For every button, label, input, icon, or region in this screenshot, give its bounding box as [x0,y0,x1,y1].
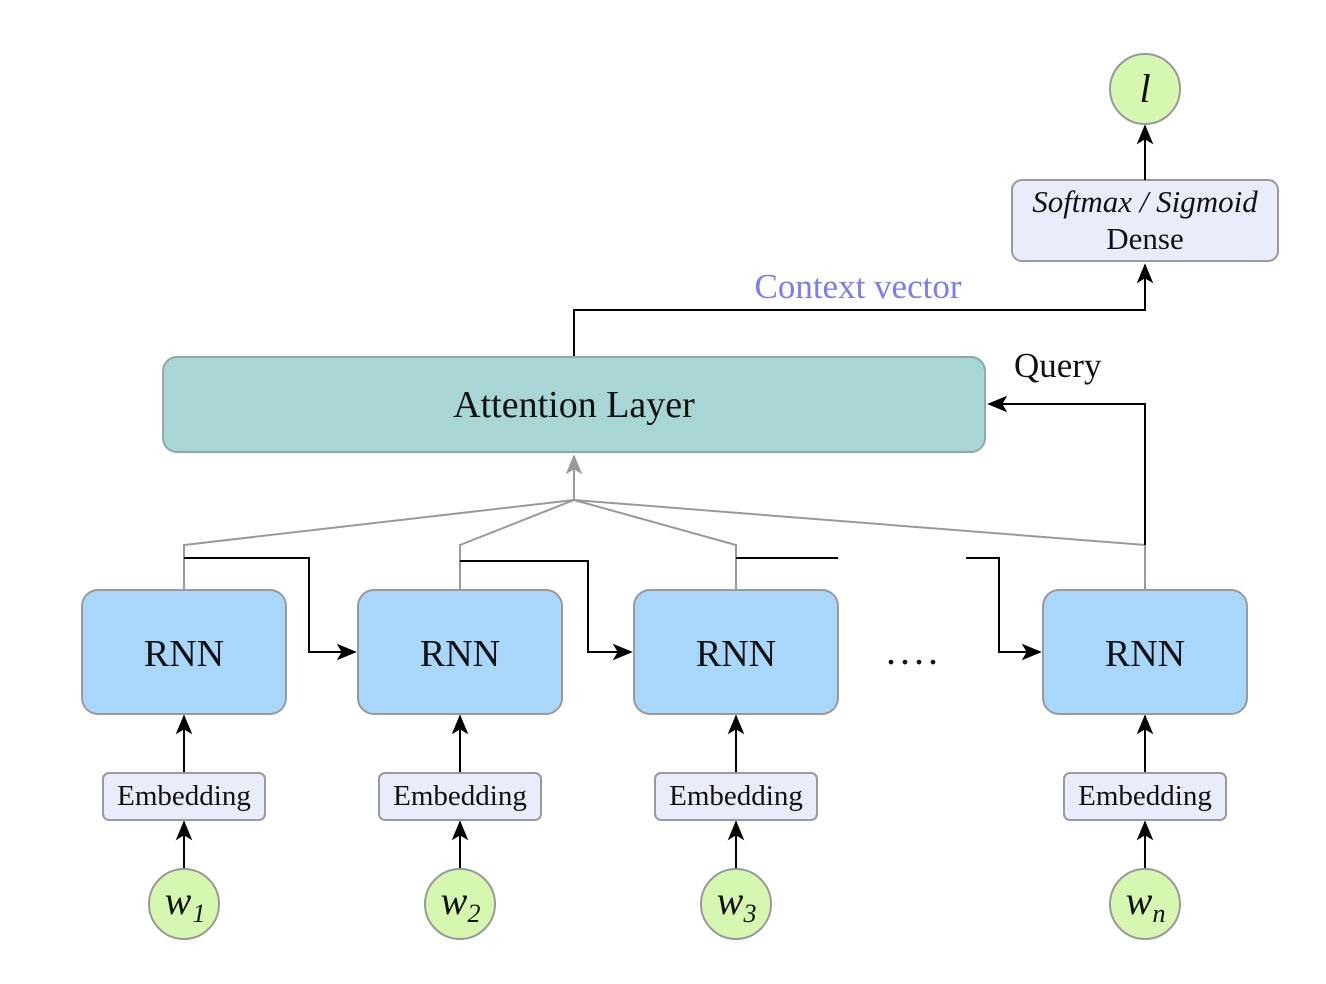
ellipsis: .... [886,628,942,673]
dense-block: Softmax / Sigmoid Dense [1011,179,1279,262]
embedding-label: Embedding [1078,780,1212,812]
input-to-embedding-arrows [175,820,1154,870]
input-subscript: 2 [468,899,481,928]
recurrent-lines [184,557,1042,661]
recurrent-arrow-2-3 [460,560,633,661]
embedding-label: Embedding [117,780,251,812]
attn-line-3 [573,499,737,590]
rnn-label: RNN [1105,633,1185,675]
embedding-to-rnn-arrows [175,714,1154,773]
input-symbol: w [1126,878,1153,923]
input-symbol: w [165,878,192,923]
input-symbol: w [441,878,468,923]
input-subscript: 1 [193,899,206,928]
embedding-label: Embedding [669,780,803,812]
input-node-3: w 3 [700,868,772,940]
context-vector-label: Context vector [754,267,961,306]
embedding-block-1: Embedding [102,772,266,821]
attention-input-lines [183,454,1146,590]
rnn-block-1: RNN [81,589,287,715]
embedding-block-n: Embedding [1063,772,1227,821]
attn-line-1 [183,499,575,590]
dense-label: Dense [1106,221,1183,256]
input-subscript: 3 [743,899,757,928]
rnn-block-3: RNN [633,589,839,715]
query-label: Query [1014,346,1102,385]
output-node-label: l [1139,66,1150,111]
input-symbol: w [717,878,744,923]
attention-layer: Attention Layer [162,356,986,453]
input-node-n: w n [1109,868,1181,940]
recurrent-arrow-1-2 [184,557,357,661]
embedding-label: Embedding [393,780,527,812]
query-arrow [987,395,1146,545]
rnn-block-n: RNN [1042,589,1248,715]
embedding-block-3: Embedding [654,772,818,821]
dense-activation-label: Softmax / Sigmoid [1032,184,1258,219]
rnn-block-2: RNN [357,589,563,715]
embedding-block-2: Embedding [378,772,542,821]
input-node-2: w 2 [424,868,496,940]
input-node-1: w 1 [148,868,220,940]
context-vector-arrow [573,263,1154,357]
rnn-label: RNN [696,633,776,675]
rnn-label: RNN [420,633,500,675]
recurrent-arrow-in-n [966,557,1042,661]
attention-layer-label: Attention Layer [453,384,695,426]
attn-line-n [573,499,1146,590]
attn-line-2 [459,499,575,590]
rnn-label: RNN [144,633,224,675]
input-subscript: n [1153,899,1166,928]
output-node: l [1109,53,1181,125]
